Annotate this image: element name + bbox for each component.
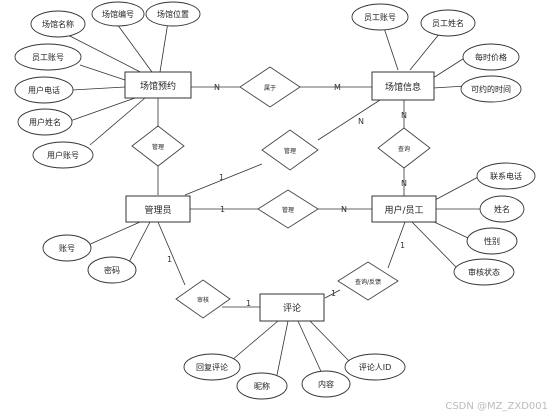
relationship-label: 管理	[152, 143, 164, 151]
relationship-label: 管理	[282, 206, 294, 214]
relationship-label: 属于	[264, 85, 276, 92]
cardinality-belongs-m: M	[334, 83, 341, 92]
watermark: CSDN @MZ_ZXD001	[445, 401, 548, 412]
attribute-venue-location: 场馆位置	[145, 1, 201, 27]
svg-text:回复评论: 回复评论	[196, 362, 228, 372]
relationship-manage-user: 管理	[257, 189, 319, 229]
svg-text:昵称: 昵称	[254, 381, 270, 391]
attribute-venue-no: 场馆编号	[91, 1, 145, 27]
entity-label: 场馆预约	[140, 80, 176, 92]
cardinality-admin-audit-1: 1	[167, 255, 172, 264]
svg-text:账号: 账号	[59, 244, 75, 253]
entity-venue-booking: 场馆预约	[124, 71, 192, 99]
svg-text:员工姓名: 员工姓名	[432, 18, 464, 28]
cardinality-admin-user-1: 1	[220, 205, 225, 214]
attribute-admin-password: 密码	[87, 256, 137, 284]
attribute-staff-name: 员工姓名	[420, 9, 476, 37]
relationship-label: 查询	[398, 145, 410, 153]
entity-label: 评论	[283, 302, 301, 314]
svg-text:评论人ID: 评论人ID	[359, 362, 392, 372]
attribute-available-time: 可约的时间	[460, 75, 522, 103]
relationship-manage-info: 管理	[261, 129, 319, 171]
attribute-user-phone: 用户电话	[14, 76, 74, 104]
attribute-contact-phone: 联系电话	[476, 162, 536, 190]
cardinality-admin-info-1: 1	[219, 173, 224, 182]
relationship-query: 查询	[377, 127, 431, 169]
relationship-belongs-to: 属于	[239, 66, 301, 108]
svg-text:联系电话: 联系电话	[490, 171, 522, 181]
svg-text:每时价格: 每时价格	[475, 52, 507, 62]
attribute-reviewer-id: 评论人ID	[344, 353, 406, 381]
svg-text:场馆位置: 场馆位置	[157, 9, 189, 19]
svg-text:内容: 内容	[318, 379, 334, 389]
attribute-content: 内容	[301, 370, 351, 398]
attribute-user-account: 用户账号	[32, 141, 94, 169]
entity-label: 用户/员工	[384, 204, 423, 216]
cardinality-belongs-n: N	[214, 83, 220, 92]
cardinality-labels: N M 1 N N N 1 N 1 1 1 1	[167, 83, 407, 308]
entity-admin: 管理员	[125, 195, 191, 223]
relationship-label: 管理	[284, 147, 296, 155]
svg-text:用户电话: 用户电话	[28, 85, 60, 95]
attribute-venue-name: 场馆名称	[30, 10, 86, 38]
relationship-label: 查询/反馈	[355, 278, 381, 286]
svg-text:姓名: 姓名	[494, 204, 510, 214]
attribute-staff-account-booking: 员工账号	[14, 43, 82, 71]
cardinality-admin-user-n: N	[341, 205, 347, 214]
attribute-audit-status: 审核状态	[453, 258, 515, 286]
cardinality-info-query-n: N	[401, 111, 407, 120]
cardinality-user-query-n: N	[401, 179, 407, 188]
entity-venue-info: 场馆信息	[371, 71, 435, 101]
connector-lines	[61, 21, 481, 381]
attribute-hourly-price: 每时价格	[462, 43, 520, 71]
attribute-name: 姓名	[479, 195, 525, 223]
cardinality-admin-info-n: N	[358, 117, 364, 126]
cardinality-review-audit-1: 1	[246, 299, 251, 308]
svg-text:员工账号: 员工账号	[32, 53, 64, 62]
attribute-user-name: 用户姓名	[17, 108, 73, 136]
svg-text:员工账号: 员工账号	[364, 13, 396, 22]
attribute-admin-account: 账号	[42, 234, 92, 262]
attribute-nickname: 昵称	[236, 372, 288, 400]
relationship-label: 审核	[197, 296, 209, 304]
attribute-gender: 性别	[466, 227, 518, 255]
svg-text:密码: 密码	[104, 265, 120, 275]
svg-text:用户账号: 用户账号	[47, 150, 79, 160]
attribute-reply-review: 回复评论	[183, 353, 241, 381]
relationship-query-feedback: 查询/反馈	[337, 261, 399, 301]
svg-text:性别: 性别	[484, 236, 500, 246]
svg-text:审核状态: 审核状态	[468, 267, 500, 277]
cardinality-user-feedback-1: 1	[400, 241, 405, 250]
cardinality-review-feedback-1: 1	[331, 289, 336, 298]
relationship-manage-booking: 管理	[131, 125, 185, 167]
entity-label: 管理员	[144, 204, 171, 216]
relationship-audit: 审核	[175, 279, 231, 319]
entity-user-staff: 用户/员工	[371, 195, 437, 223]
svg-text:用户姓名: 用户姓名	[29, 117, 61, 127]
entity-label: 场馆信息	[385, 81, 421, 93]
svg-text:可约的时间: 可约的时间	[471, 84, 511, 94]
entity-review: 评论	[259, 293, 325, 322]
svg-text:场馆名称: 场馆名称	[42, 19, 74, 29]
attribute-staff-account-info: 员工账号	[351, 3, 409, 31]
svg-text:场馆编号: 场馆编号	[102, 9, 134, 19]
